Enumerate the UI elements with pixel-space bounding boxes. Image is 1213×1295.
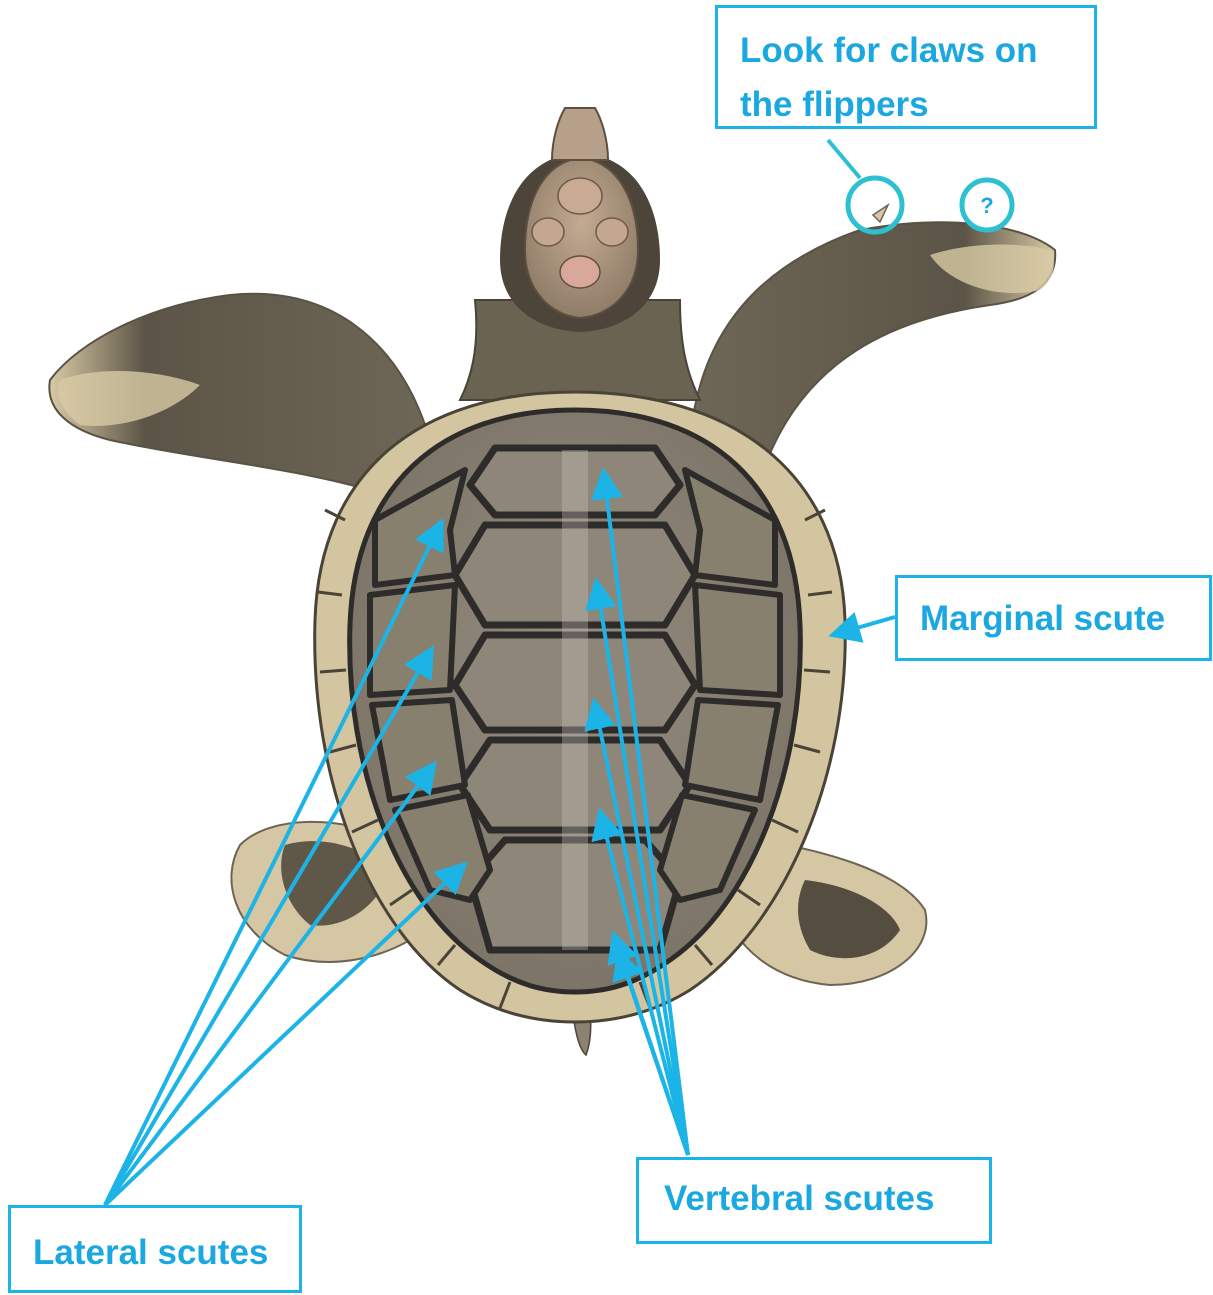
- lateral-label-box: Lateral scutes: [8, 1205, 302, 1293]
- turtle-head: [500, 108, 660, 332]
- claw-circle: [848, 178, 902, 232]
- claws-label-line1: Look for claws on: [740, 24, 1072, 78]
- claws-label-line2: the flippers: [740, 78, 1072, 132]
- lateral-label: Lateral scutes: [33, 1233, 268, 1272]
- vertebral-label: Vertebral scutes: [664, 1179, 934, 1218]
- claw-pointer-line: [828, 140, 860, 178]
- claws-label-box: Look for claws on the flippers: [715, 5, 1097, 129]
- marginal-label: Marginal scute: [920, 599, 1165, 638]
- vertebral-label-box: Vertebral scutes: [636, 1157, 992, 1244]
- marginal-label-box: Marginal scute: [895, 575, 1212, 661]
- claw-indicator-circles: ?: [828, 140, 1012, 232]
- question-mark: ?: [980, 193, 993, 218]
